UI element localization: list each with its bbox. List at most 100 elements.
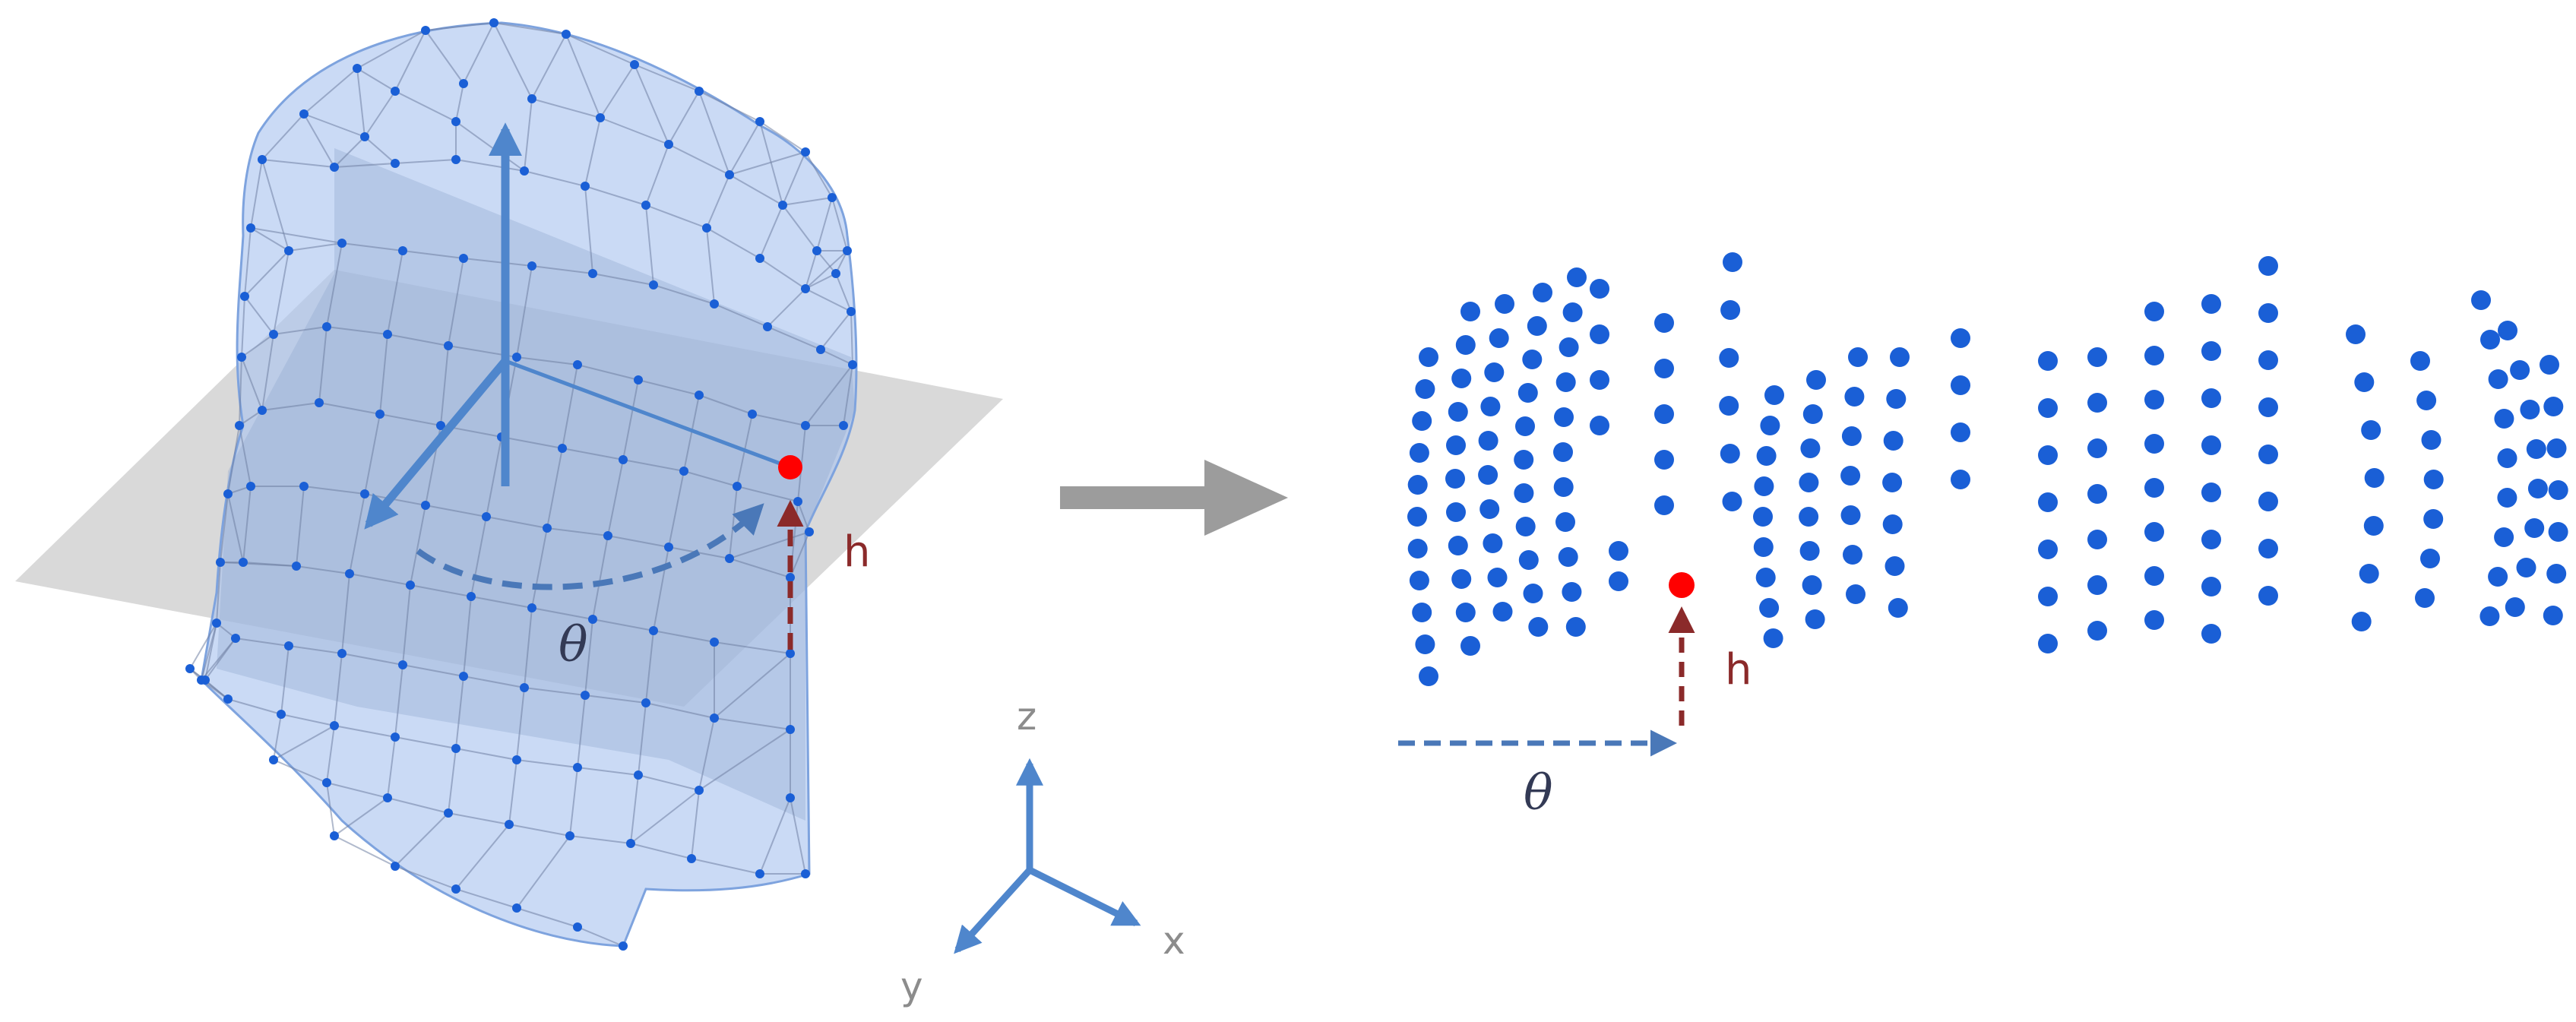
mesh-edge — [227, 425, 240, 495]
mesh-edge — [493, 22, 533, 100]
mesh-vertex — [223, 695, 233, 704]
unwrapped-point — [2488, 369, 2508, 389]
mesh-edge — [698, 90, 730, 176]
mesh-vertex — [322, 322, 331, 331]
unwrapped-point — [2038, 492, 2058, 512]
transform-arrow — [1060, 460, 1288, 536]
unwrapped-point — [1609, 571, 1628, 591]
unwrapped-point — [1514, 483, 1534, 503]
mesh-edge — [296, 486, 305, 567]
unwrapped-point — [2416, 391, 2437, 410]
unwrapped-point — [1719, 348, 1739, 368]
mesh-vertex — [641, 698, 650, 707]
unwrapped-point — [1753, 507, 1773, 527]
mesh-edge — [501, 436, 563, 449]
unwrapped-point — [2087, 621, 2107, 641]
mesh-edge — [516, 907, 578, 928]
unwrapped-point — [2498, 321, 2517, 340]
unwrapped-point — [1553, 442, 1573, 462]
unwrapped-point — [2144, 610, 2164, 630]
mesh-vertex — [801, 869, 810, 878]
unwrapped-point — [2144, 522, 2164, 542]
unwrapped-point — [1455, 603, 1476, 622]
mesh-edge — [334, 835, 396, 867]
unwrapped-point — [2258, 586, 2278, 606]
unwrapped-point — [2258, 397, 2278, 417]
unwrapped-point — [2527, 479, 2548, 498]
mesh-edge — [516, 687, 525, 761]
mesh-edge — [326, 725, 335, 783]
mesh-edge — [261, 402, 320, 411]
mesh-edge — [782, 197, 833, 206]
mesh-edge — [816, 197, 833, 252]
mesh-vertex — [695, 786, 704, 795]
mesh-edge — [241, 334, 274, 358]
unwrapped-point — [2087, 347, 2107, 367]
mesh-edge — [470, 516, 487, 597]
axes-gizmo: z x y — [900, 695, 1185, 1008]
mesh-vertex — [299, 109, 309, 119]
mesh-edge — [634, 64, 669, 145]
mesh-vertex — [565, 831, 574, 840]
mesh-vertex — [786, 793, 795, 802]
mesh-edge — [349, 573, 411, 586]
unwrapped-point — [2144, 434, 2164, 454]
mesh-vertex — [695, 391, 704, 400]
mesh-vertex — [755, 254, 764, 263]
unwrapped-point — [1522, 350, 1543, 369]
mesh-edge — [250, 159, 263, 229]
mesh-edge — [805, 288, 852, 312]
mesh-edge — [261, 113, 305, 160]
unwrapped-point — [1419, 347, 1438, 367]
unwrapped-point — [1848, 347, 1868, 367]
mesh-edge — [607, 535, 669, 548]
mesh-edge — [463, 596, 472, 677]
unwrapped-point — [1841, 426, 1862, 446]
unwrapped-point — [1562, 582, 1582, 602]
mesh-edge — [622, 379, 639, 460]
unwrapped-point — [2480, 330, 2500, 350]
mesh-vertex — [421, 26, 430, 35]
mesh-vertex — [812, 246, 821, 255]
unwrapped-point — [1460, 302, 1480, 321]
mesh-edge — [303, 68, 358, 115]
plane-head-overlap — [217, 148, 855, 821]
mesh-edge — [201, 622, 217, 681]
mesh-edge — [379, 413, 441, 426]
gizmo-y-arrow — [954, 867, 1033, 954]
mesh-vertex — [436, 421, 445, 430]
unwrapped-point — [1533, 283, 1552, 302]
mesh-vertex — [710, 714, 719, 723]
unwrapped-point — [1484, 362, 1505, 382]
mesh-edge — [356, 68, 366, 138]
mesh-edge — [239, 410, 263, 426]
mesh-edge — [584, 185, 647, 206]
unwrapped-point — [1764, 385, 1784, 405]
mesh-vertex — [573, 360, 582, 369]
mesh-vertex — [512, 755, 521, 764]
mesh-edge — [273, 326, 328, 335]
mesh-vertex — [710, 638, 719, 647]
unwrapped-point — [2201, 530, 2221, 549]
mesh-edge — [691, 858, 761, 875]
unwrapped-point — [1885, 556, 1905, 576]
mesh-edge — [448, 258, 464, 346]
mesh-edge — [820, 311, 852, 350]
mesh-vertex — [391, 732, 400, 742]
mesh-vertex — [619, 941, 628, 951]
unwrapped-point — [1554, 407, 1574, 427]
mesh-vertex — [687, 854, 696, 863]
mesh-edge — [622, 459, 685, 472]
mesh-vertex — [223, 489, 233, 498]
mesh-edge — [524, 170, 586, 187]
unwrapped-point — [1754, 476, 1774, 496]
gizmo-z-label: z — [1017, 695, 1036, 739]
mesh-vertex — [237, 353, 246, 362]
gizmo-x-label: x — [1163, 919, 1185, 963]
unwrapped-point — [2520, 400, 2540, 419]
unwrapped-point — [1562, 302, 1583, 322]
mesh-edge — [668, 90, 700, 145]
unwrapped-point — [1590, 416, 1609, 435]
mesh-edge — [698, 729, 791, 791]
mesh-vertex — [391, 87, 400, 96]
